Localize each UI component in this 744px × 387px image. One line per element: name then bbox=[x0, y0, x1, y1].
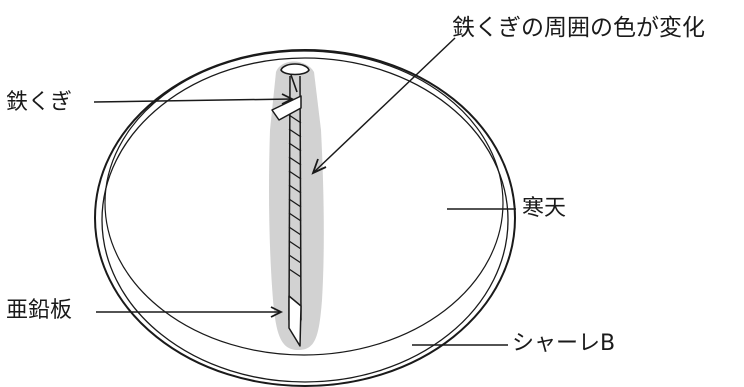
leader-iron-nail bbox=[94, 99, 292, 102]
label-iron-nail: 鉄くぎ bbox=[6, 92, 72, 114]
nail-head bbox=[281, 64, 309, 75]
nail-shaft-right bbox=[300, 76, 301, 320]
label-zinc-plate: 亜鉛板 bbox=[6, 300, 72, 322]
label-petri-dish: シャーレB bbox=[512, 333, 615, 355]
label-agar: 寒天 bbox=[522, 198, 566, 220]
leader-color-change bbox=[313, 38, 455, 173]
label-color-change: 鉄くぎの周囲の色が変化 bbox=[452, 17, 705, 40]
